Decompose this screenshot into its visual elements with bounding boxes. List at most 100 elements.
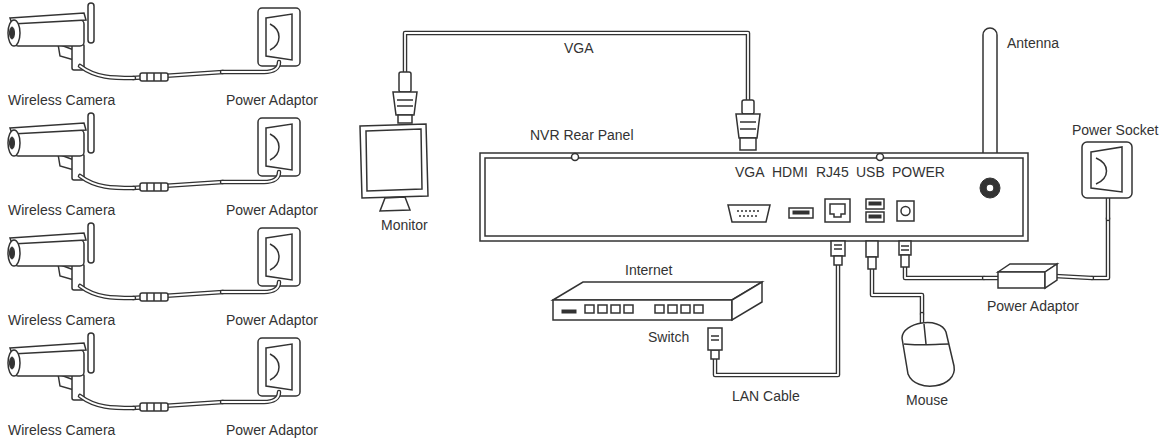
device-label: Power Adaptor	[226, 92, 318, 108]
adaptor-node: Power Adaptor	[223, 330, 333, 440]
camera-row	[8, 3, 300, 81]
power-plug	[899, 241, 911, 267]
panel-inner	[485, 158, 1023, 236]
plug-ridges	[901, 246, 909, 250]
usb-port-inner	[869, 202, 881, 205]
cable-line	[1092, 218, 1108, 278]
plug-boot	[901, 255, 909, 267]
usb-port	[866, 199, 884, 209]
vga-plug-boot	[399, 72, 411, 92]
port-label: HDMI	[772, 164, 808, 180]
switch-port	[668, 305, 677, 313]
vga-plug	[736, 100, 760, 150]
adaptor-node: Power Adaptor	[223, 220, 333, 330]
cable-label: LAN Cable	[730, 388, 802, 404]
switch-port	[681, 305, 690, 313]
port-label: VGA	[735, 164, 765, 180]
adaptor-node: Power Adaptor	[223, 0, 333, 110]
panel-screw	[572, 154, 579, 161]
device-label: Wireless Camera	[8, 312, 115, 328]
switch-port	[624, 305, 633, 313]
device-label: Wireless Camera	[8, 92, 115, 108]
plug-ridges	[834, 245, 842, 249]
plug-boot	[711, 350, 719, 359]
part-label: Antenna	[1007, 35, 1059, 51]
camera-row	[8, 223, 300, 301]
adaptor-cable	[1055, 276, 1092, 278]
monitor-frame	[360, 124, 428, 198]
camera-row	[8, 113, 300, 191]
usb-port-inner	[869, 215, 881, 218]
switch-node: InternetSwitch	[550, 258, 765, 348]
device-label: Power Adaptor	[226, 422, 318, 438]
switch-top	[553, 282, 762, 300]
device-label: Power Adaptor	[987, 298, 1079, 314]
device-label: Power Socket	[1072, 122, 1158, 138]
monitor-node: Monitor	[358, 75, 442, 235]
vga-plug-screws	[740, 122, 756, 129]
hdmi-port	[789, 208, 813, 218]
vga-plug	[393, 92, 417, 115]
cable-line	[905, 242, 984, 278]
usb-port	[866, 212, 884, 222]
antenna-base	[980, 178, 1000, 198]
antenna-base	[986, 184, 994, 192]
monitor-icon	[360, 72, 428, 211]
plug-ridges	[711, 336, 719, 340]
switch-front	[553, 300, 732, 320]
monitor-stand	[380, 197, 410, 211]
usb-plug	[866, 241, 878, 269]
device-label: Mouse	[906, 392, 948, 408]
switch-port	[655, 305, 664, 313]
camera-node: Wireless Camera	[5, 330, 133, 440]
brick-front	[998, 272, 1045, 288]
brick-side	[1045, 264, 1057, 288]
plug-boot	[834, 256, 842, 265]
cable-line	[905, 242, 984, 278]
device-label: Power Adaptor	[226, 312, 318, 328]
cable-line	[405, 33, 748, 124]
power-port-inner	[901, 207, 910, 216]
plug-boot	[868, 257, 876, 269]
cable-line	[1092, 218, 1108, 278]
nvr-panel	[480, 153, 1028, 241]
rj45-plug	[831, 241, 845, 256]
rj45-port	[825, 199, 850, 222]
vga-port	[728, 205, 770, 222]
vga-plug-pins	[740, 138, 756, 150]
device-label: NVR Rear Panel	[530, 127, 634, 143]
switch-port	[694, 305, 703, 313]
device-label: Monitor	[381, 217, 428, 233]
monitor-screen	[366, 129, 422, 191]
rj45-port-inner	[830, 204, 845, 217]
socket-plug	[1091, 147, 1122, 192]
usb-plug	[866, 241, 878, 257]
cable-line	[715, 242, 838, 375]
port-label: USB	[856, 164, 885, 180]
nvr-node: NVR Rear PanelVGA HDMI RJ45 USB POWER	[478, 124, 1030, 242]
switch-icon	[553, 282, 762, 359]
port-label: Switch	[648, 329, 689, 345]
switch-led	[562, 310, 576, 313]
port-label: POWER	[892, 164, 945, 180]
adaptor-node: Power Adaptor	[223, 110, 333, 220]
port-label: RJ45	[816, 164, 849, 180]
cable-connector	[905, 242, 984, 278]
vga-plug-boot	[742, 100, 754, 114]
panel-outline	[480, 153, 1028, 241]
device-label: Internet	[625, 262, 672, 278]
mouse-icon	[902, 314, 954, 386]
power-plug	[899, 241, 911, 255]
cable-line	[405, 33, 748, 124]
hdmi-port-inner	[793, 211, 809, 214]
mouse-buttons	[904, 324, 949, 345]
rj45-plug	[708, 328, 722, 350]
camera-node: Wireless Camera	[5, 110, 133, 220]
cable-connector	[405, 33, 748, 124]
switch-port	[611, 305, 620, 313]
device-label: Wireless Camera	[8, 202, 115, 218]
device-label: Power Adaptor	[226, 202, 318, 218]
switch-port	[598, 305, 607, 313]
power-port	[897, 201, 914, 221]
